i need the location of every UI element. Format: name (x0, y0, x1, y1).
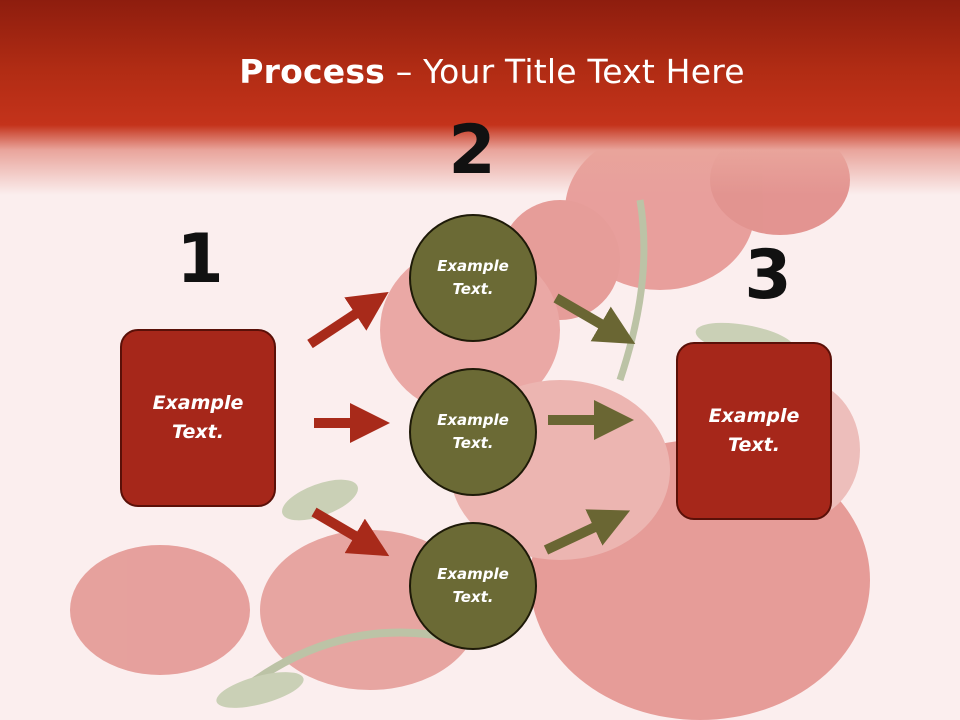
arrow-1-to-top (307, 291, 389, 349)
arrow-1-to-bottom (311, 507, 390, 557)
step-number-2: 2 (448, 111, 496, 190)
step-3-label: Example Text. (708, 405, 800, 456)
step-2-label-top: Example Text. (437, 257, 509, 298)
title-rest: – Your Title Text Here (385, 52, 745, 91)
title-bold: Process (239, 52, 386, 91)
step-2-circle-middle: Example Text. (409, 368, 537, 496)
slide-title: Process – Your Title Text Here (0, 52, 960, 91)
step-1-box: Example Text. (120, 329, 276, 507)
step-number-3: 3 (744, 236, 792, 315)
step-3-box: Example Text. (676, 342, 832, 520)
arrow-bottom-to-3 (543, 509, 631, 555)
step-2-label-bottom: Example Text. (437, 565, 509, 606)
header-band (0, 0, 960, 195)
arrow-top-to-3 (553, 293, 636, 345)
step-2-circle-bottom: Example Text. (409, 522, 537, 650)
step-1-label: Example Text. (152, 392, 244, 443)
step-2-label-middle: Example Text. (437, 411, 509, 452)
step-2-circle-top: Example Text. (409, 214, 537, 342)
step-number-1: 1 (176, 220, 224, 299)
